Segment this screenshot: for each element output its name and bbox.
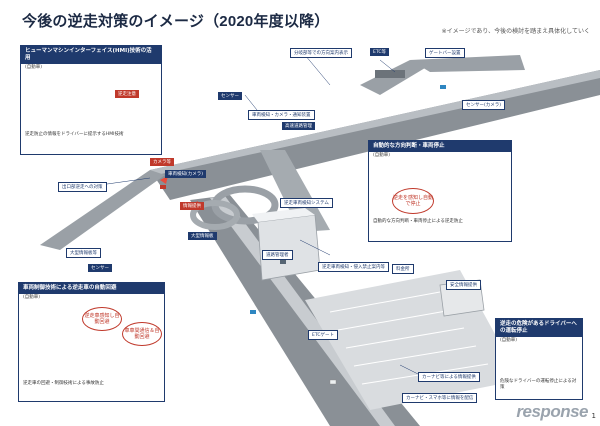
- tag-tollbooth: 料金所: [392, 264, 414, 274]
- header-note: ※イメージであり、今後の検討を踏まえ具体化していく: [441, 28, 590, 35]
- callout-hmi: ヒューマンマシンインターフェイス(HMI)技術の活用 (自動車) 逆走防止の情報…: [20, 45, 162, 155]
- tag-etc: ETC等: [370, 48, 389, 56]
- tag-safety-info: 安全情報提供: [446, 280, 481, 290]
- control-building: [257, 214, 321, 281]
- tag-info-provision: 情報提供: [180, 202, 204, 210]
- tag-exit-countermeasure: 出口部逆走への対策: [58, 182, 107, 192]
- callout-auto-avoid-body: 逆走車の回避・制御技術による事故防止: [23, 380, 104, 386]
- tag-sensor-top: センサー: [218, 92, 242, 100]
- tag-sensor-bottom: センサー: [88, 264, 112, 272]
- callout-auto-stop-head: 自動的な方向判断・車両停止: [369, 141, 511, 152]
- tag-large-board: 大型情報板: [188, 232, 217, 240]
- tag-etc-gate: ETCゲート: [308, 330, 338, 340]
- callout-auto-stop: 自動的な方向判断・車両停止 (自動車) 自動的な方向判断・車両停止による逆走防止: [368, 140, 512, 242]
- callout-auto-avoid-sub: (自動車): [23, 294, 41, 300]
- loop-ramp-2: [190, 200, 240, 230]
- tag-highway-mgmt: 高速道路管理: [282, 122, 315, 130]
- hmi-warning-badge: 逆走注意: [115, 90, 139, 98]
- auto-avoid-oval-2: 車車間通信＆自動回避: [122, 322, 162, 346]
- tag-gate-bar: ゲートバー設置: [425, 48, 465, 58]
- response-logo: response: [516, 402, 588, 421]
- callout-auto-stop-body: 自動的な方向判断・車両停止による逆走防止: [373, 218, 463, 224]
- wrong-way-car: [160, 185, 166, 189]
- tag-carnavi: カーナビ等による情報提供: [418, 372, 480, 382]
- tag-detect-entry: 逆走車両検知・侵入禁止案内等: [318, 262, 389, 272]
- callout-driver-stop: 逆走の危険があるドライバーへの運転停止 (自動車) 危険なドライバーの運転停止に…: [495, 318, 583, 400]
- callout-hmi-head: ヒューマンマシンインターフェイス(HMI)技術の活用: [21, 46, 161, 64]
- tag-vehicle-detect: 車両検知・カメラ・通知装置: [248, 110, 315, 120]
- tag-detection-system: 逆走車両検知システム: [280, 198, 333, 208]
- tag-road-admin: 道路管理者: [262, 250, 293, 260]
- callout-driver-stop-head: 逆走の危険があるドライバーへの運転停止: [496, 319, 582, 337]
- tag-camera: カメラ等: [150, 158, 174, 166]
- side-road: [260, 150, 330, 232]
- auto-avoid-oval-1: 逆走車感知し自動回避: [82, 307, 122, 331]
- callout-auto-avoid-head: 車両制御技術による逆走車の自動回避: [19, 283, 164, 294]
- left-ramp: [40, 170, 165, 250]
- page-title: 今後の逆走対策のイメージ（2020年度以降）: [22, 13, 330, 30]
- tag-info-board: 大型情報板等: [66, 248, 101, 258]
- auto-stop-oval: 逆走を感知し自動で停止: [392, 188, 434, 214]
- tag-direction-sign: 分岐部等での方向案内表示: [290, 48, 352, 58]
- callout-hmi-body: 逆走防止の情報をドライバーに提示するHMI技術: [25, 132, 124, 138]
- toll-gate: [375, 70, 405, 78]
- tag-vehicle-camera: 車両検知(カメラ): [165, 170, 207, 178]
- tag-carnavi-smartphone: カーナビ・スマホ等に情報を配信: [402, 393, 478, 403]
- page-number: 1: [591, 412, 596, 420]
- callout-auto-stop-sub: (自動車): [373, 152, 391, 158]
- callout-driver-stop-body: 危険なドライバーの運転停止による対策: [500, 379, 577, 390]
- callout-hmi-sub: (自動車): [25, 64, 43, 70]
- tag-sensor-camera: センサー(カメラ): [462, 100, 506, 110]
- callout-driver-stop-sub: (自動車): [500, 337, 518, 343]
